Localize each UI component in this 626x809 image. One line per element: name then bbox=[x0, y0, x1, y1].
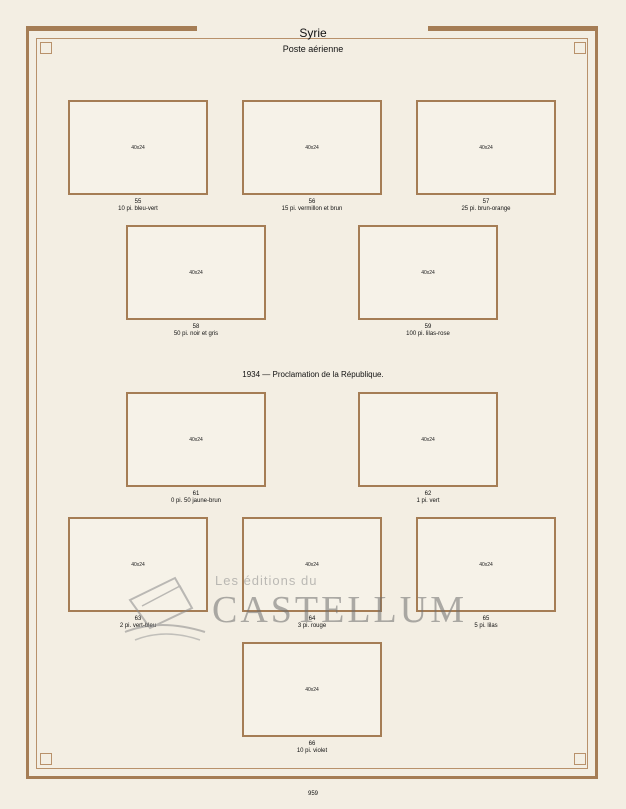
stamp-number: 66 bbox=[308, 741, 316, 747]
page-frame-inner bbox=[36, 38, 588, 769]
stamp-number: 59 bbox=[424, 324, 432, 330]
stamp-slot: 40x24 bbox=[242, 642, 382, 737]
stamp-slot: 40x24 bbox=[358, 392, 498, 487]
slot-size-label: 40x24 bbox=[131, 144, 145, 151]
stamp-number: 57 bbox=[482, 199, 490, 205]
frame-corner-ornament bbox=[574, 753, 586, 765]
page-subtitle: Poste aérienne bbox=[282, 44, 344, 54]
stamp-number: 65 bbox=[482, 616, 490, 622]
stamp-description: 3 pi. rouge bbox=[297, 623, 327, 629]
stamp-number: 64 bbox=[308, 616, 316, 622]
stamp-number: 56 bbox=[308, 199, 316, 205]
stamp-description: 25 pi. brun-orange bbox=[461, 206, 511, 212]
stamp-slot: 40x24 bbox=[242, 517, 382, 612]
page-number: 959 bbox=[307, 791, 318, 797]
slot-size-label: 40x24 bbox=[479, 561, 493, 568]
slot-size-label: 40x24 bbox=[305, 686, 319, 693]
stamp-slot: 40x24 bbox=[416, 100, 556, 195]
stamp-slot: 40x24 bbox=[126, 392, 266, 487]
title-gap bbox=[197, 22, 428, 36]
stamp-description: 5 pi. lilas bbox=[474, 623, 498, 629]
slot-size-label: 40x24 bbox=[421, 436, 435, 443]
frame-corner-ornament bbox=[40, 753, 52, 765]
page-title: Syrie bbox=[299, 26, 327, 40]
section-heading: 1934 — Proclamation de la République. bbox=[242, 370, 384, 379]
stamp-description: 10 pi. bleu-vert bbox=[118, 206, 158, 212]
frame-corner-ornament bbox=[574, 42, 586, 54]
stamp-number: 63 bbox=[134, 616, 142, 622]
slot-size-label: 40x24 bbox=[479, 144, 493, 151]
frame-top-bar-left bbox=[26, 26, 197, 30]
stamp-description: 50 pi. noir et gris bbox=[173, 331, 219, 337]
stamp-number: 58 bbox=[192, 324, 200, 330]
slot-size-label: 40x24 bbox=[305, 144, 319, 151]
stamp-slot: 40x24 bbox=[68, 100, 208, 195]
stamp-slot: 40x24 bbox=[126, 225, 266, 320]
stamp-slot: 40x24 bbox=[242, 100, 382, 195]
stamp-number: 61 bbox=[192, 491, 200, 497]
stamp-description: 0 pi. 50 jaune-brun bbox=[170, 498, 222, 504]
stamp-description: 1 pi. vert bbox=[416, 498, 440, 504]
slot-size-label: 40x24 bbox=[131, 561, 145, 568]
slot-size-label: 40x24 bbox=[421, 269, 435, 276]
stamp-description: 15 pi. vermillon et brun bbox=[281, 206, 343, 212]
slot-size-label: 40x24 bbox=[189, 436, 203, 443]
stamp-description: 10 pi. violet bbox=[296, 748, 328, 754]
slot-size-label: 40x24 bbox=[189, 269, 203, 276]
slot-size-label: 40x24 bbox=[305, 561, 319, 568]
stamp-number: 62 bbox=[424, 491, 432, 497]
frame-top-bar-right bbox=[428, 26, 598, 30]
frame-corner-ornament bbox=[40, 42, 52, 54]
stamp-slot: 40x24 bbox=[68, 517, 208, 612]
stamp-slot: 40x24 bbox=[416, 517, 556, 612]
stamp-slot: 40x24 bbox=[358, 225, 498, 320]
stamp-number: 55 bbox=[134, 199, 142, 205]
stamp-description: 2 pi. vert-bleu bbox=[119, 623, 157, 629]
stamp-description: 100 pi. lilas-rose bbox=[406, 331, 450, 337]
